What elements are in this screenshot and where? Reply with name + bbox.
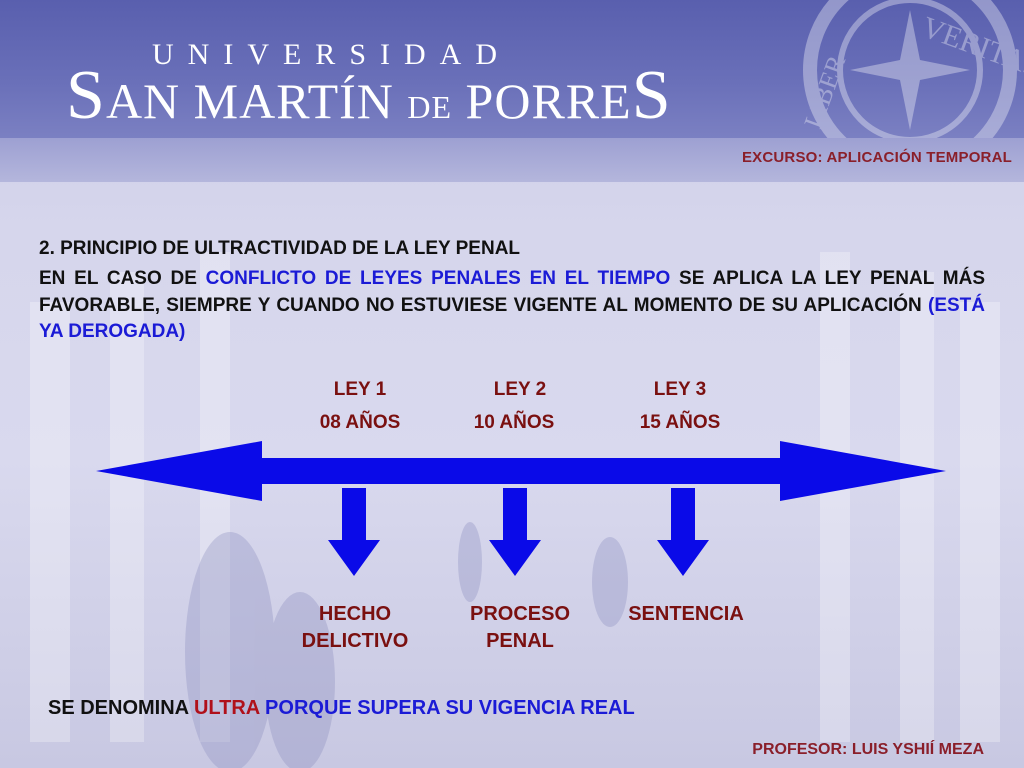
event-1: HECHO DELICTIVO xyxy=(290,601,420,655)
brand-initial-2: S xyxy=(631,57,672,134)
professor-credit: PROFESOR: LUIS YSHIÍ MEZA xyxy=(752,741,984,758)
background-architecture xyxy=(30,252,1000,768)
law-1-years: 08 AÑOS xyxy=(319,412,401,433)
description-highlight-2: (ESTÁ YA DEROGADA) xyxy=(39,294,985,343)
event-2-line1: PROCESO xyxy=(469,603,571,625)
subheader-band xyxy=(0,138,1024,182)
conclusion-statement: SE DENOMINA ULTRA PORQUE SUPERA SU VIGEN… xyxy=(48,697,635,720)
description-part-1: EN EL CASO DE xyxy=(39,268,206,289)
event-2-line2: PENAL xyxy=(486,630,554,652)
timeline-double-arrow xyxy=(96,441,946,501)
law-1-name: LEY 1 xyxy=(333,379,387,400)
brand-part-1: AN MARTÍN xyxy=(105,73,394,129)
description-highlight-1: CONFLICTO DE LEYES PENALES EN EL TIEMPO xyxy=(205,268,671,289)
university-label: UNIVERSIDAD xyxy=(152,38,511,71)
slide-topic: EXCURSO: APLICACIÓN TEMPORAL xyxy=(741,149,1012,166)
brand-de: DE xyxy=(407,89,453,125)
section-heading: 2. PRINCIPIO DE ULTRACTIVIDAD DE LA LEY … xyxy=(39,238,521,259)
university-seal-icon: VERITAS LIBER xyxy=(798,0,1024,138)
event-1-line2: DELICTIVO xyxy=(301,630,409,652)
down-arrow-icon xyxy=(489,488,541,576)
law-3-years: 15 AÑOS xyxy=(639,412,721,433)
brand-part-2: PORRE xyxy=(465,73,632,129)
down-arrow-icon xyxy=(328,488,380,576)
law-2-years: 10 AÑOS xyxy=(473,412,555,433)
event-1-line1: HECHO xyxy=(318,603,392,625)
law-3-name: LEY 3 xyxy=(653,379,707,400)
event-2: PROCESO PENAL xyxy=(455,601,585,655)
header-banner: UNIVERSIDAD SAN MARTÍN DE PORRES VERITAS… xyxy=(0,0,1024,138)
brand-initial-1: S xyxy=(66,57,106,134)
description-part-2: SE APLICA LA LEY PENAL MÁS FAVORABLE, SI… xyxy=(39,268,985,316)
conclusion-part-1: SE DENOMINA xyxy=(48,697,194,719)
conclusion-highlight-red: ULTRA xyxy=(193,697,260,719)
down-arrow-icon xyxy=(657,488,709,576)
event-3: SENTENCIA xyxy=(616,601,756,628)
principle-description: EN EL CASO DE CONFLICTO DE LEYES PENALES… xyxy=(39,266,985,346)
conclusion-highlight-blue: PORQUE SUPERA SU VIGENCIA REAL xyxy=(259,697,635,719)
event-3-line1: SENTENCIA xyxy=(628,603,744,625)
university-name: SAN MARTÍN DE PORRES xyxy=(66,56,672,136)
law-2-name: LEY 2 xyxy=(493,379,547,400)
